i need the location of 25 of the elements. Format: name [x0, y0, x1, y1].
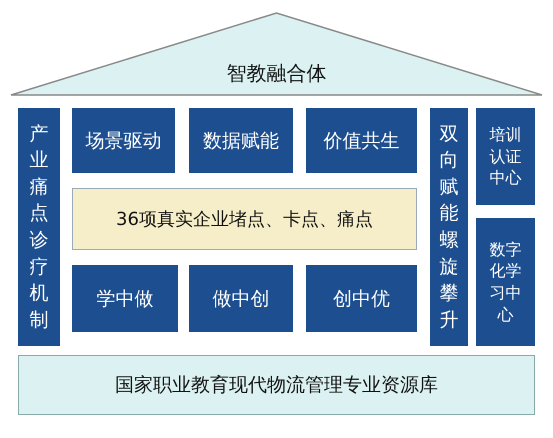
highlight-box [72, 188, 417, 250]
roof-title: 智教融合体 [226, 60, 326, 86]
pillar-box [18, 108, 60, 346]
box-label: 价值共生 [324, 128, 400, 154]
module-box [306, 108, 417, 173]
box-label: 国家职业教育现代物流管理专业资源库 [115, 373, 438, 398]
center-box [476, 108, 535, 205]
box-label: 学中做 [96, 286, 154, 312]
box-label: 场景驱动 [86, 128, 162, 154]
vertical-label: 数字化学习中心 [490, 238, 522, 326]
box-label: 数据赋能 [203, 128, 279, 154]
module-box [189, 108, 293, 173]
box-label: 36项真实企业堵点、卡点、痛点 [116, 208, 373, 231]
vertical-label: 培训认证中心 [490, 124, 522, 189]
vertical-label: 双向赋能螺旋攀升 [440, 122, 458, 333]
box-label: 做中创 [212, 286, 270, 312]
foundation-box [18, 355, 535, 415]
module-box [306, 265, 417, 332]
module-box [72, 265, 178, 332]
vertical-label: 产业痛点诊疗机制 [30, 122, 48, 333]
module-box [189, 265, 293, 332]
module-box [72, 108, 175, 173]
pillar-box [430, 108, 468, 346]
center-box [476, 218, 535, 346]
box-label: 创中优 [333, 286, 390, 312]
